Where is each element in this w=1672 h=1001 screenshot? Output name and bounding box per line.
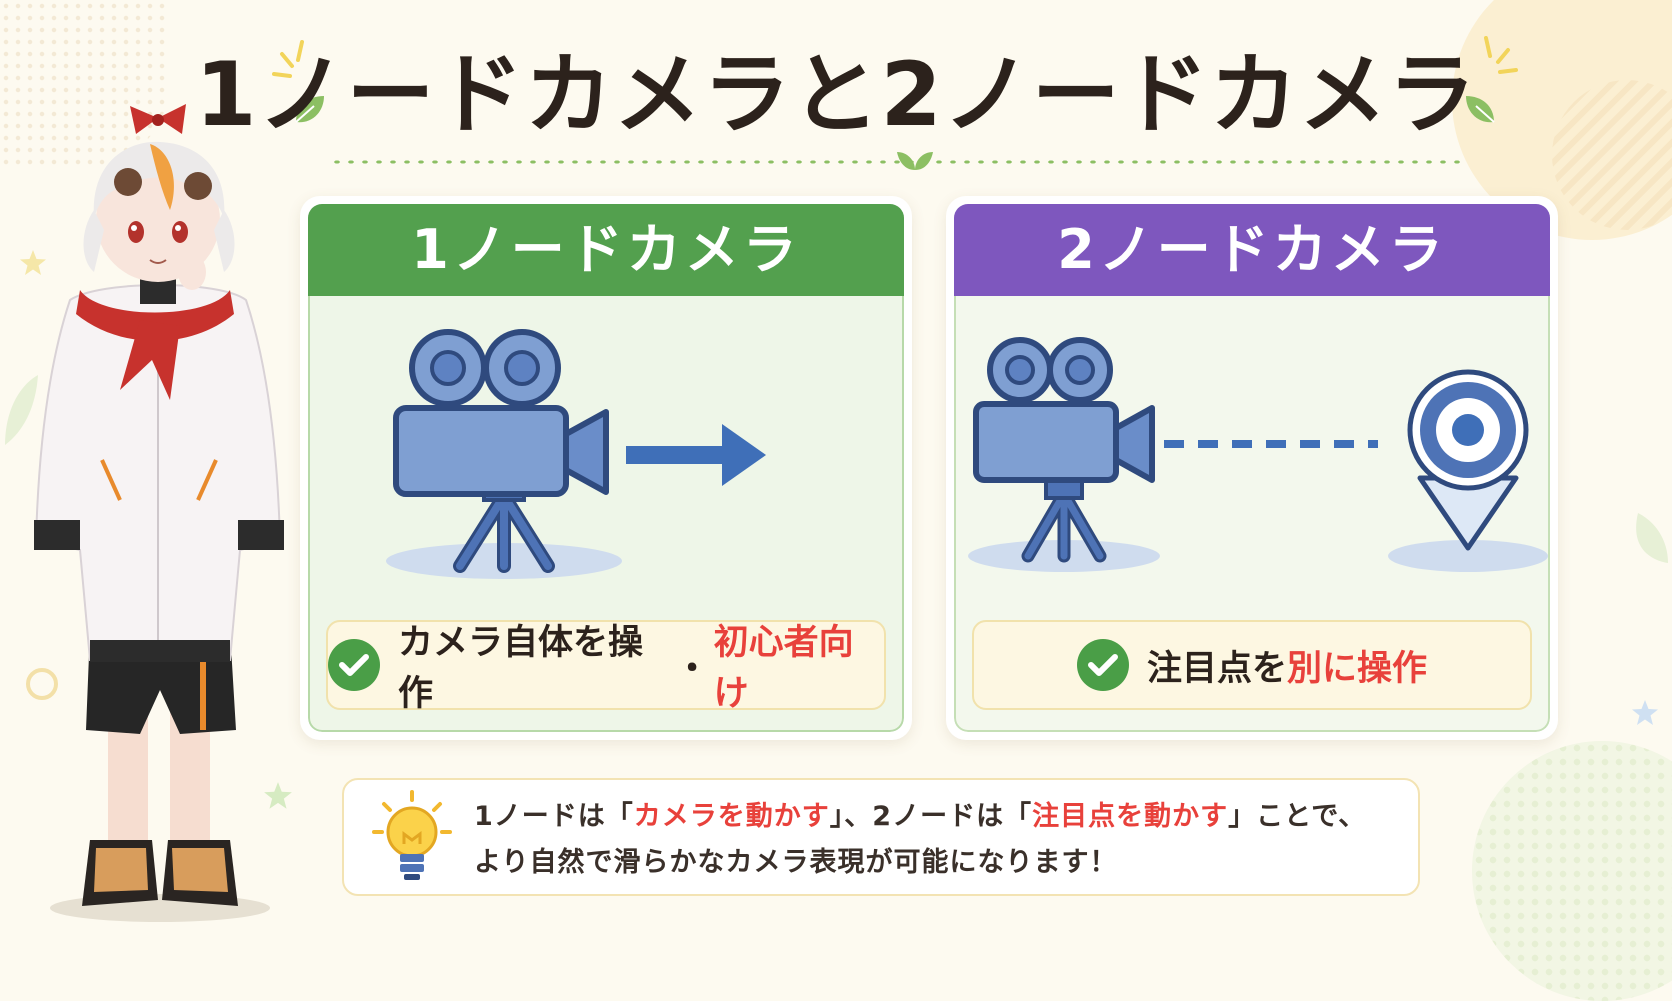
- camera-illustration: [968, 337, 1548, 572]
- checkmark-icon: [1076, 639, 1129, 691]
- page-title: 1ノードカメラと2ノードカメラ: [195, 43, 1477, 146]
- tip-text-segment: 1ノードは「: [474, 801, 634, 832]
- tip-text: 1ノードは「カメラを動かす」、2ノードは「注目点を動かす」ことで、 より自然で滑…: [474, 794, 1366, 886]
- checkmark-icon: [328, 639, 380, 691]
- tip-line-1: 1ノードは「カメラを動かす」、2ノードは「注目点を動かす」ことで、: [474, 794, 1366, 840]
- tip-box: 1ノードは「カメラを動かす」、2ノードは「注目点を動かす」ことで、 より自然で滑…: [342, 778, 1420, 896]
- caption-text: 注目点を: [1146, 648, 1287, 689]
- leaf-icon: [1636, 513, 1668, 563]
- card-two-node-camera: 2ノードカメラ: [946, 196, 1558, 740]
- title-divider: [330, 158, 1460, 166]
- leaf-icon: [5, 375, 38, 445]
- decor-ring: [26, 668, 58, 700]
- card-header: 1ノードカメラ: [308, 204, 904, 296]
- card-header: 2ノードカメラ: [954, 204, 1550, 296]
- tip-text-segment: 」ことで、: [1228, 801, 1367, 832]
- leaf-icon: [295, 96, 324, 123]
- background-stripes: [1552, 80, 1672, 230]
- caption-highlight: 別に操作: [1287, 648, 1428, 689]
- star-icon: [20, 250, 46, 275]
- card-body: カメラ自体を操作・初心者向け: [308, 296, 904, 732]
- caption-highlight: 初心者向け: [713, 623, 854, 714]
- background-dot-pattern: [0, 0, 170, 170]
- card-caption: カメラ自体を操作・初心者向け: [326, 620, 886, 714]
- lightbulb-icon: [372, 790, 452, 880]
- mascot-character: [34, 104, 284, 922]
- leaf-icon: [1466, 96, 1495, 123]
- card-one-node-camera: 1ノードカメラ: [300, 196, 912, 740]
- sparkle-icon: [1484, 36, 1518, 74]
- tip-line-2: より自然で滑らかなカメラ表現が可能になります！: [474, 847, 1118, 878]
- leaf-icon: [897, 152, 933, 170]
- star-icon: [264, 782, 292, 809]
- card-caption: 注目点を別に操作: [972, 620, 1532, 710]
- caption-text: カメラ自体を操作: [398, 623, 644, 714]
- sparkle-icon: [272, 40, 304, 78]
- background-dot-blob: [1472, 741, 1672, 1001]
- card-body: 注目点を別に操作: [954, 296, 1550, 732]
- tip-highlight: カメラを動かす: [633, 801, 830, 832]
- caption-separator: ・: [674, 648, 710, 689]
- tip-highlight: 注目点を動かす: [1032, 801, 1229, 832]
- tip-text-segment: 」、2ノードは「: [829, 801, 1033, 832]
- star-icon: [1632, 700, 1658, 725]
- camera-illustration: [386, 329, 766, 579]
